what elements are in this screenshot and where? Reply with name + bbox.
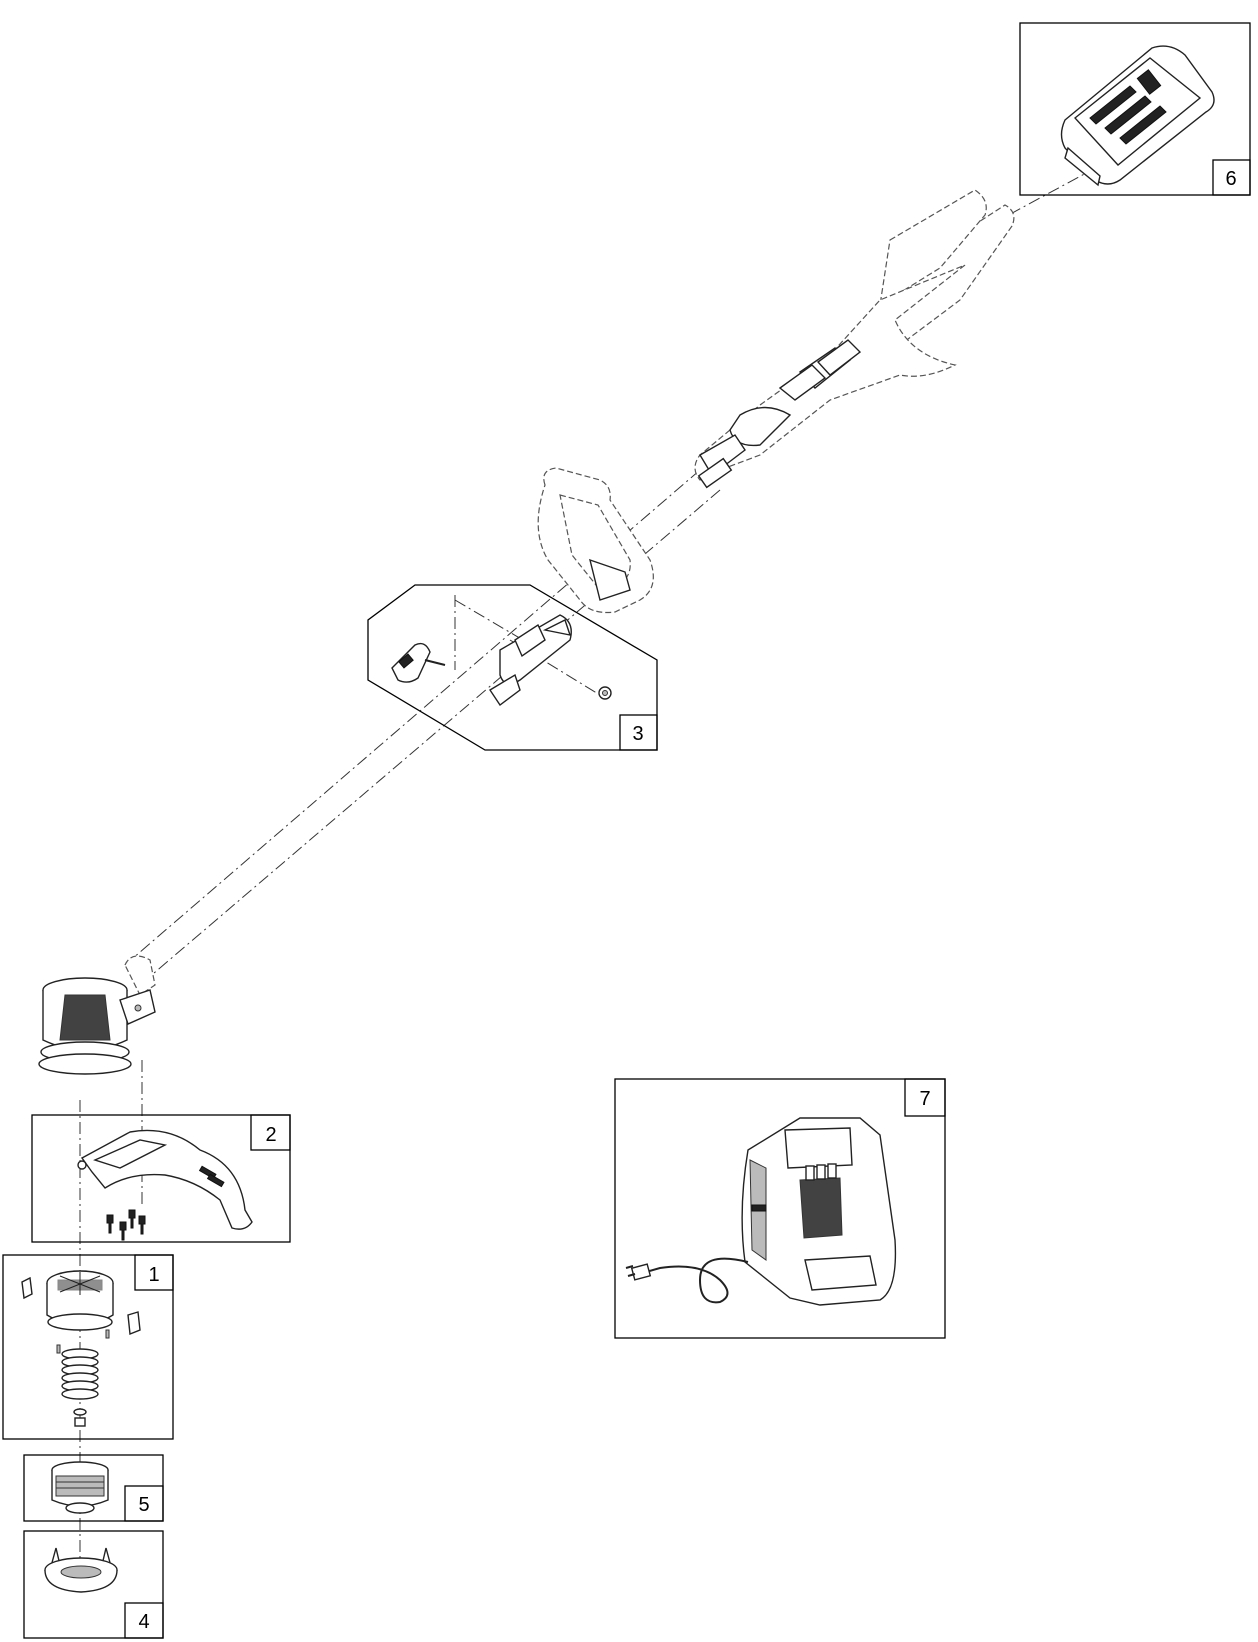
shaft-clamp-bracket (489, 614, 572, 707)
charger-power-cord (625, 1257, 749, 1304)
callout-label-7: 7 (919, 1088, 930, 1110)
assembly-guide-lines (79, 124, 1176, 1560)
callout-box-2: 2 (31, 1114, 291, 1243)
callout-box-7: 7 (614, 1078, 946, 1339)
d-handle-ghost (537, 467, 654, 614)
battery-charger (741, 1117, 897, 1306)
callout-label-5: 5 (138, 1494, 149, 1516)
clamp-nut (598, 686, 612, 700)
callout-box-3: 3 (367, 584, 658, 751)
grass-guard (77, 1129, 253, 1230)
battery-pack (1060, 45, 1215, 187)
callout-label-1: 1 (148, 1264, 159, 1286)
callout-label-2: 2 (265, 1124, 276, 1146)
callout-box-5: 5 (23, 1454, 164, 1522)
bump-knob-base (44, 1547, 118, 1593)
callout-box-6: 6 (1019, 22, 1251, 196)
callout-box-1: 1 (2, 1254, 174, 1440)
callout-box-4: 4 (23, 1530, 164, 1639)
spring (61, 1348, 99, 1400)
line-spool (51, 1461, 109, 1514)
guard-screws (106, 1209, 146, 1241)
callout-label-6: 6 (1225, 168, 1236, 190)
line-eyelets (21, 1276, 141, 1335)
callout-label-4: 4 (138, 1611, 149, 1633)
handle-clamp-knob (391, 642, 446, 683)
trimmer-head (38, 955, 156, 1075)
spool-cover (46, 1270, 114, 1331)
trimmer-body-ghost (694, 189, 1015, 489)
washer (73, 1408, 87, 1427)
small-pins (56, 1329, 110, 1354)
callout-label-3: 3 (632, 723, 643, 745)
